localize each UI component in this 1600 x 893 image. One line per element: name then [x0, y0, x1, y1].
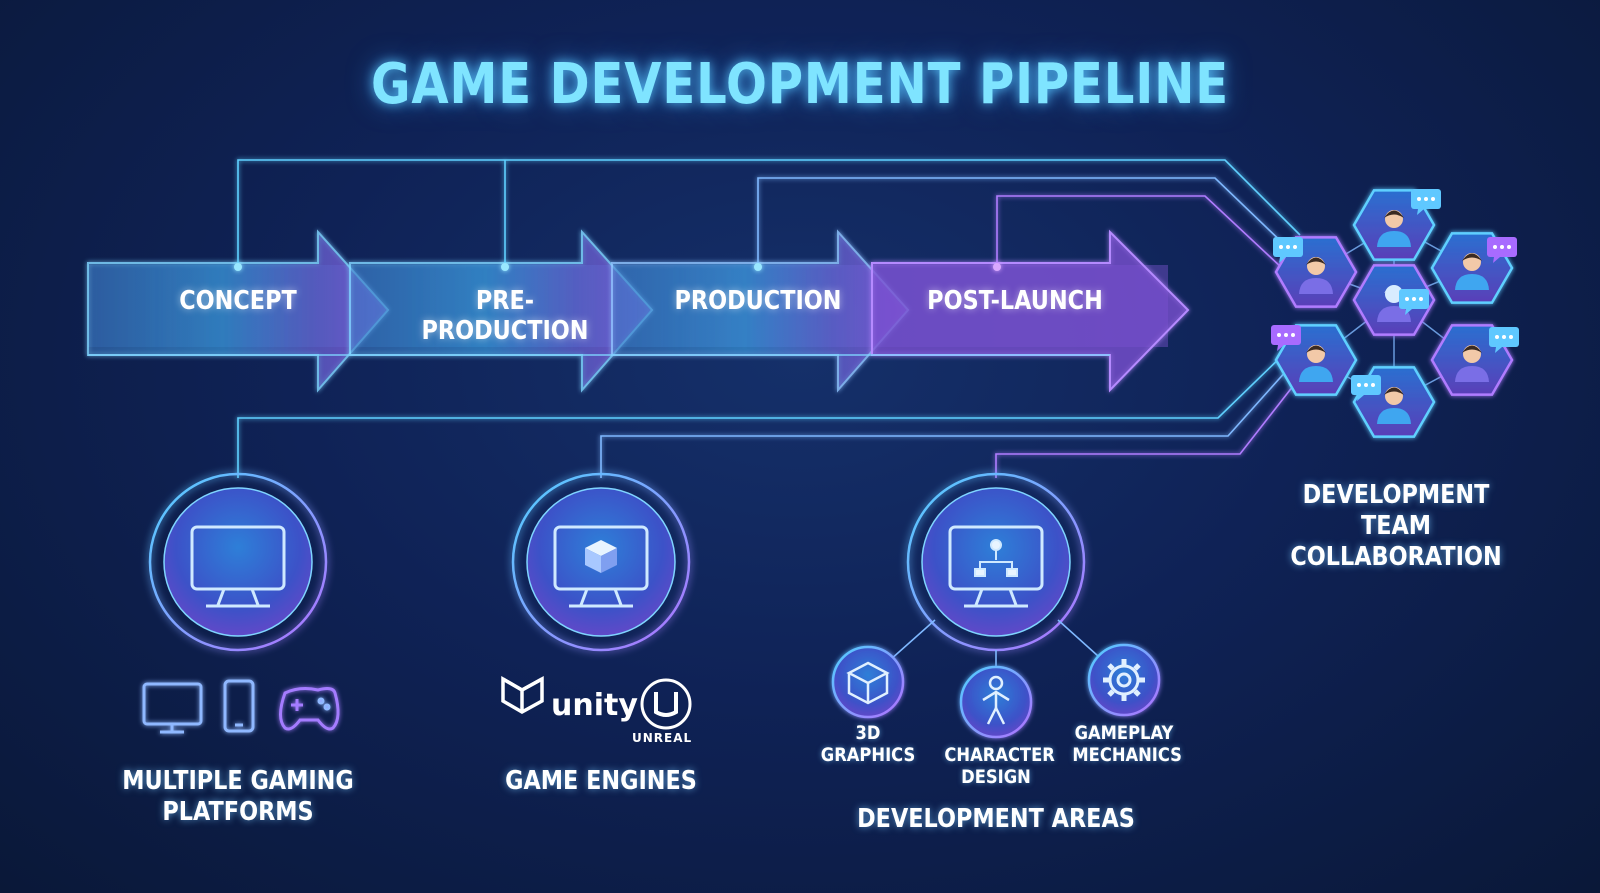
gamepad-icon: [279, 687, 340, 731]
connector-lines: [237, 159, 1305, 478]
engines-label: GAME ENGINES: [505, 766, 697, 796]
stage-production: PRODUCTION: [674, 286, 842, 316]
area-3d-graphics: [831, 645, 905, 719]
platforms-label: MULTIPLE GAMING PLATFORMS: [122, 766, 354, 827]
chat-bubble-icon: [1399, 289, 1429, 315]
flowchart-icon: [974, 539, 1018, 577]
cube-icon: [846, 661, 890, 705]
person-icon: [982, 675, 1010, 725]
pipeline-arrow-band: [87, 229, 1190, 393]
unreal-label: UNREAL: [632, 731, 693, 745]
monitor-flowchart-icon: [948, 525, 1044, 608]
areas-label: DEVELOPMENT AREAS: [857, 804, 1135, 834]
unity-label: unity: [551, 688, 638, 723]
unreal-logo-icon: [640, 678, 692, 730]
stage-post-launch: POST-LAUNCH: [927, 286, 1103, 316]
stage-pre-production: PRE-PRODUCTION: [421, 286, 589, 346]
platform-icons: [142, 679, 340, 734]
unity-logo-icon: [501, 675, 544, 715]
area-character-design: [959, 665, 1033, 739]
chat-bubble-icon: [1487, 237, 1517, 263]
chat-bubble-icon: [1351, 375, 1381, 401]
gear-icon: [1103, 659, 1145, 701]
team-member-avatar: [1352, 366, 1436, 438]
team-group-icon: [1352, 264, 1436, 336]
area-label-gameplay-mechanics: GAMEPLAY MECHANICS: [1072, 722, 1182, 766]
smartphone-icon: [223, 679, 255, 733]
stage-concept: CONCEPT: [179, 286, 297, 316]
monitor-icon: [190, 525, 286, 608]
engines-hub: [511, 472, 691, 652]
area-label-3d-graphics: 3D GRAPHICS: [820, 722, 916, 766]
chat-bubble-icon: [1273, 237, 1303, 263]
areas-hub: [831, 472, 1161, 739]
chat-bubble-icon: [1271, 325, 1301, 351]
page-title: GAME DEVELOPMENT PIPELINE: [370, 52, 1230, 117]
cube-icon: [585, 540, 617, 573]
platforms-hub: [148, 472, 328, 652]
desktop-icon: [142, 682, 203, 734]
chat-bubble-icon: [1489, 327, 1519, 353]
area-gameplay-mechanics: [1087, 643, 1161, 717]
chat-bubble-icon: [1411, 189, 1441, 215]
monitor-cube-icon: [553, 525, 649, 608]
team-label: DEVELOPMENT TEAM COLLABORATION: [1290, 480, 1502, 572]
area-label-character-design: CHARACTER DESIGN: [944, 744, 1055, 788]
